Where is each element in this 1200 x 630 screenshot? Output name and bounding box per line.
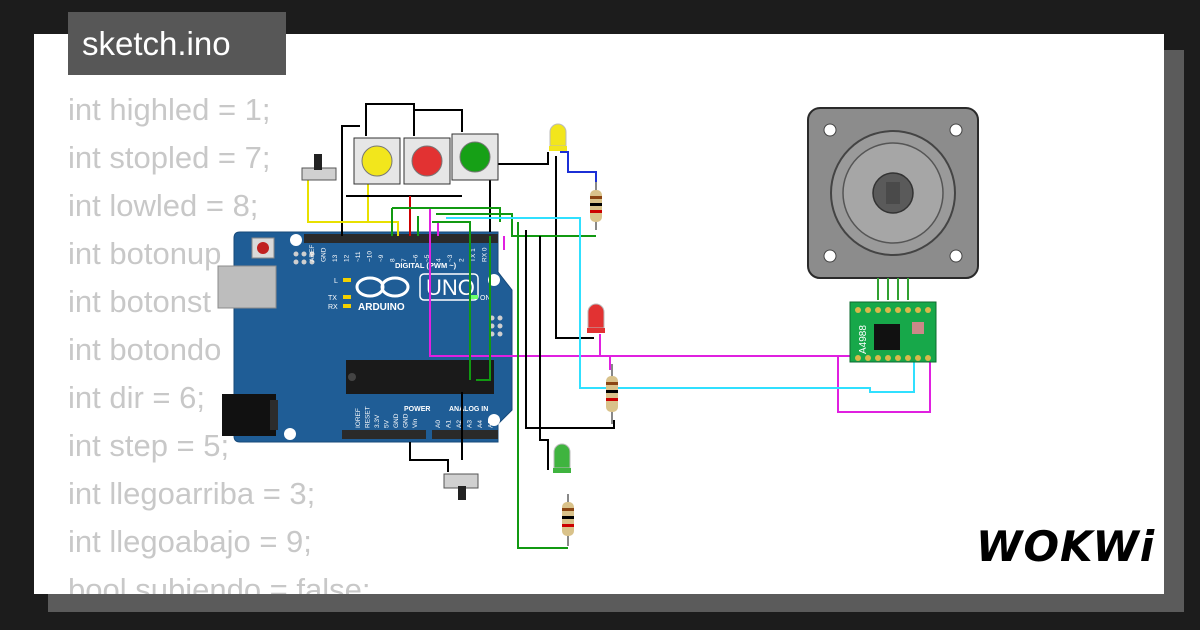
usb-port <box>217 265 277 309</box>
pin-label: A2 <box>456 420 463 428</box>
pin-label: 3.3V <box>374 414 381 428</box>
a4988-label: A4988 <box>858 325 869 354</box>
resistor-top[interactable] <box>590 182 602 230</box>
pin-label: ~5 <box>424 254 431 262</box>
arduino-uno-board[interactable]: UNO ARDUINO DIGITAL (PWM ~) POWER ANALOG… <box>217 231 513 443</box>
pushbutton-yellow[interactable] <box>353 137 401 185</box>
pin-label: A3 <box>467 420 474 428</box>
pin-label: AREF <box>309 245 316 262</box>
pin-label: 2 <box>459 258 466 262</box>
tx-label: TX <box>328 295 337 302</box>
code-line: int highled = 1; <box>68 92 271 127</box>
pin-label: IOREF <box>355 408 362 428</box>
code-line: int llegoarriba = 3; <box>68 476 316 511</box>
pin-label: GND <box>403 413 410 428</box>
arduino-wordmark: ARDUINO <box>358 302 405 313</box>
power-header <box>342 430 426 439</box>
pin-label: 7 <box>401 258 408 262</box>
pin-label: ~3 <box>447 254 454 262</box>
code-line: int dir = 6; <box>68 380 205 415</box>
code-line: int lowled = 8; <box>68 188 259 223</box>
pin-label: A0 <box>435 420 442 428</box>
led-red[interactable] <box>587 303 605 333</box>
code-line: int llegoabajo = 9; <box>68 524 312 559</box>
a4988-driver[interactable]: A4988 <box>849 301 937 363</box>
on-label: ON <box>480 295 491 302</box>
resistor-bottom[interactable] <box>562 494 574 546</box>
rx-label: RX <box>328 304 338 311</box>
pushbutton-red[interactable] <box>403 137 451 185</box>
led-yellow[interactable] <box>549 123 567 151</box>
code-line: bool subiendo = false; <box>68 572 371 594</box>
code-line: int stopled = 7; <box>68 140 271 175</box>
resistor-middle[interactable] <box>606 364 618 424</box>
atmega-chip <box>346 360 494 394</box>
code-line: int botondo <box>68 332 222 367</box>
digital-header-left <box>304 234 414 243</box>
pin-label: ~11 <box>355 251 362 262</box>
slide-switch-top[interactable] <box>301 154 337 181</box>
pin-label: GND <box>321 247 328 262</box>
pin-label: 13 <box>332 254 339 262</box>
uno-label: UNO <box>426 275 475 300</box>
pin-label: ~6 <box>413 254 420 262</box>
analog-header <box>432 430 498 439</box>
analog-label: ANALOG IN <box>449 406 488 413</box>
digital-label: DIGITAL (PWM ~) <box>395 261 457 270</box>
wires <box>307 103 931 549</box>
pin-label: A4 <box>477 420 484 428</box>
power-jack <box>222 394 276 436</box>
stepper-motor[interactable] <box>807 107 979 300</box>
code-line: int botonup <box>68 236 222 271</box>
pin-label: 4 <box>436 258 443 262</box>
file-tab[interactable]: sketch.ino <box>68 12 286 75</box>
pin-label: TX 1 <box>470 248 477 262</box>
pin-label: RESET <box>365 406 372 428</box>
wokwi-logo: WOKWi <box>976 522 1156 571</box>
led-green[interactable] <box>553 443 571 473</box>
code-line: int step = 5; <box>68 428 230 463</box>
code-listing: int highled = 1; int stopled = 7; int lowl… <box>68 86 370 594</box>
pin-label: RX 0 <box>482 247 489 262</box>
pin-label: 5V <box>384 419 391 428</box>
code-line: int botonst <box>68 284 212 319</box>
pin-label: 8 <box>390 258 397 262</box>
pin-label: Vin <box>412 418 419 428</box>
power-label: POWER <box>404 406 430 413</box>
pushbutton-green[interactable] <box>451 133 499 181</box>
l-label: L <box>334 278 338 285</box>
pin-label: GND <box>393 413 400 428</box>
pin-label: ~10 <box>367 251 374 262</box>
pin-label: A5 <box>488 420 495 428</box>
arduino-logo <box>355 276 410 298</box>
pin-label: A1 <box>446 420 453 428</box>
pin-label: ~9 <box>378 254 385 262</box>
pin-label: 12 <box>344 254 351 262</box>
digital-header-right <box>414 234 498 243</box>
slide-switch-bottom[interactable] <box>443 473 479 500</box>
